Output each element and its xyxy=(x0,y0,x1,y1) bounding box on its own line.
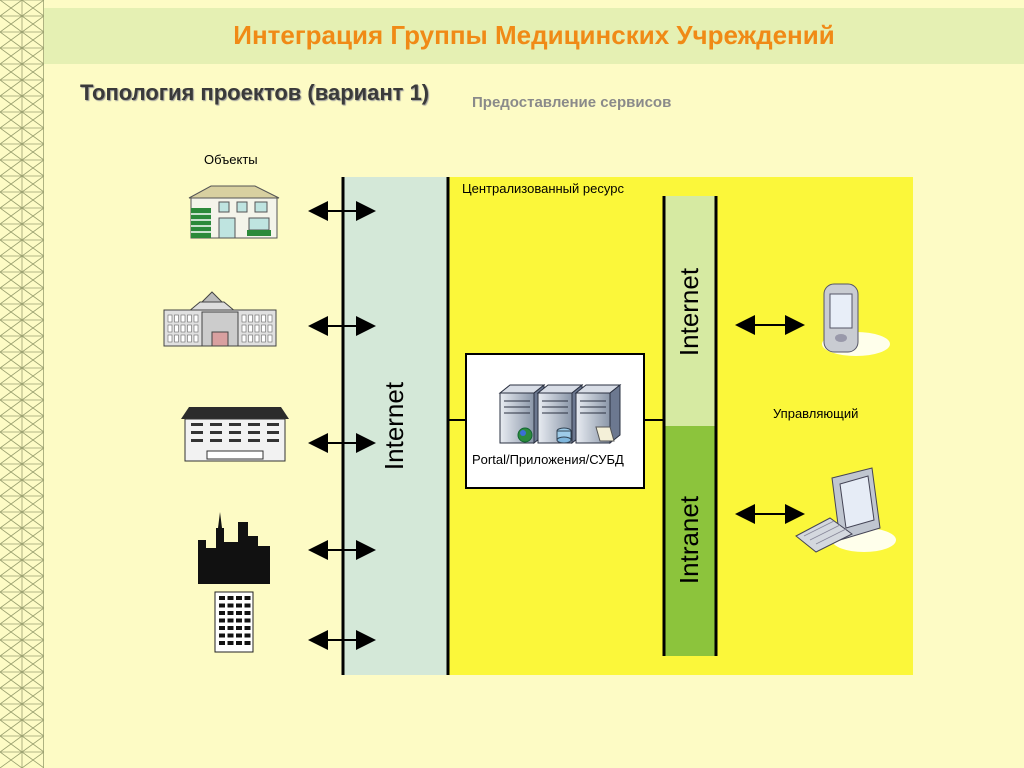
office-building-icon xyxy=(181,407,289,462)
intranet-band xyxy=(664,426,716,656)
intranet-label: Intranet xyxy=(674,495,704,585)
tower-building-icon xyxy=(214,591,254,653)
page-title: Интеграция Группы Медицинских Учреждений xyxy=(233,20,835,50)
server-label: Portal/Приложения/СУБД xyxy=(472,452,624,467)
subtitle-note: Предоставление сервисов xyxy=(472,94,672,111)
central-resource-label: Централизованный ресурс xyxy=(462,181,624,196)
house-icon xyxy=(188,185,280,239)
page-subtitle: Топология проектов (вариант 1) xyxy=(80,80,430,105)
internet-band-left xyxy=(343,177,448,675)
internet-band-right xyxy=(664,196,716,426)
object-arrows xyxy=(308,201,376,650)
city-skyline-icon xyxy=(198,512,270,584)
server-rack-icon xyxy=(498,383,622,445)
pda-icon xyxy=(822,283,890,356)
internet-label-right: Internet xyxy=(674,267,704,357)
objects-label: Объекты xyxy=(204,152,258,167)
internet-label-left: Internet xyxy=(379,381,409,471)
lattice-border-decoration xyxy=(0,0,44,768)
hospital-building-icon xyxy=(163,291,277,347)
manager-label: Управляющий xyxy=(773,406,859,421)
desktop-computer-icon xyxy=(795,467,896,553)
title-band xyxy=(44,8,1024,64)
manager-arrows xyxy=(735,315,805,524)
